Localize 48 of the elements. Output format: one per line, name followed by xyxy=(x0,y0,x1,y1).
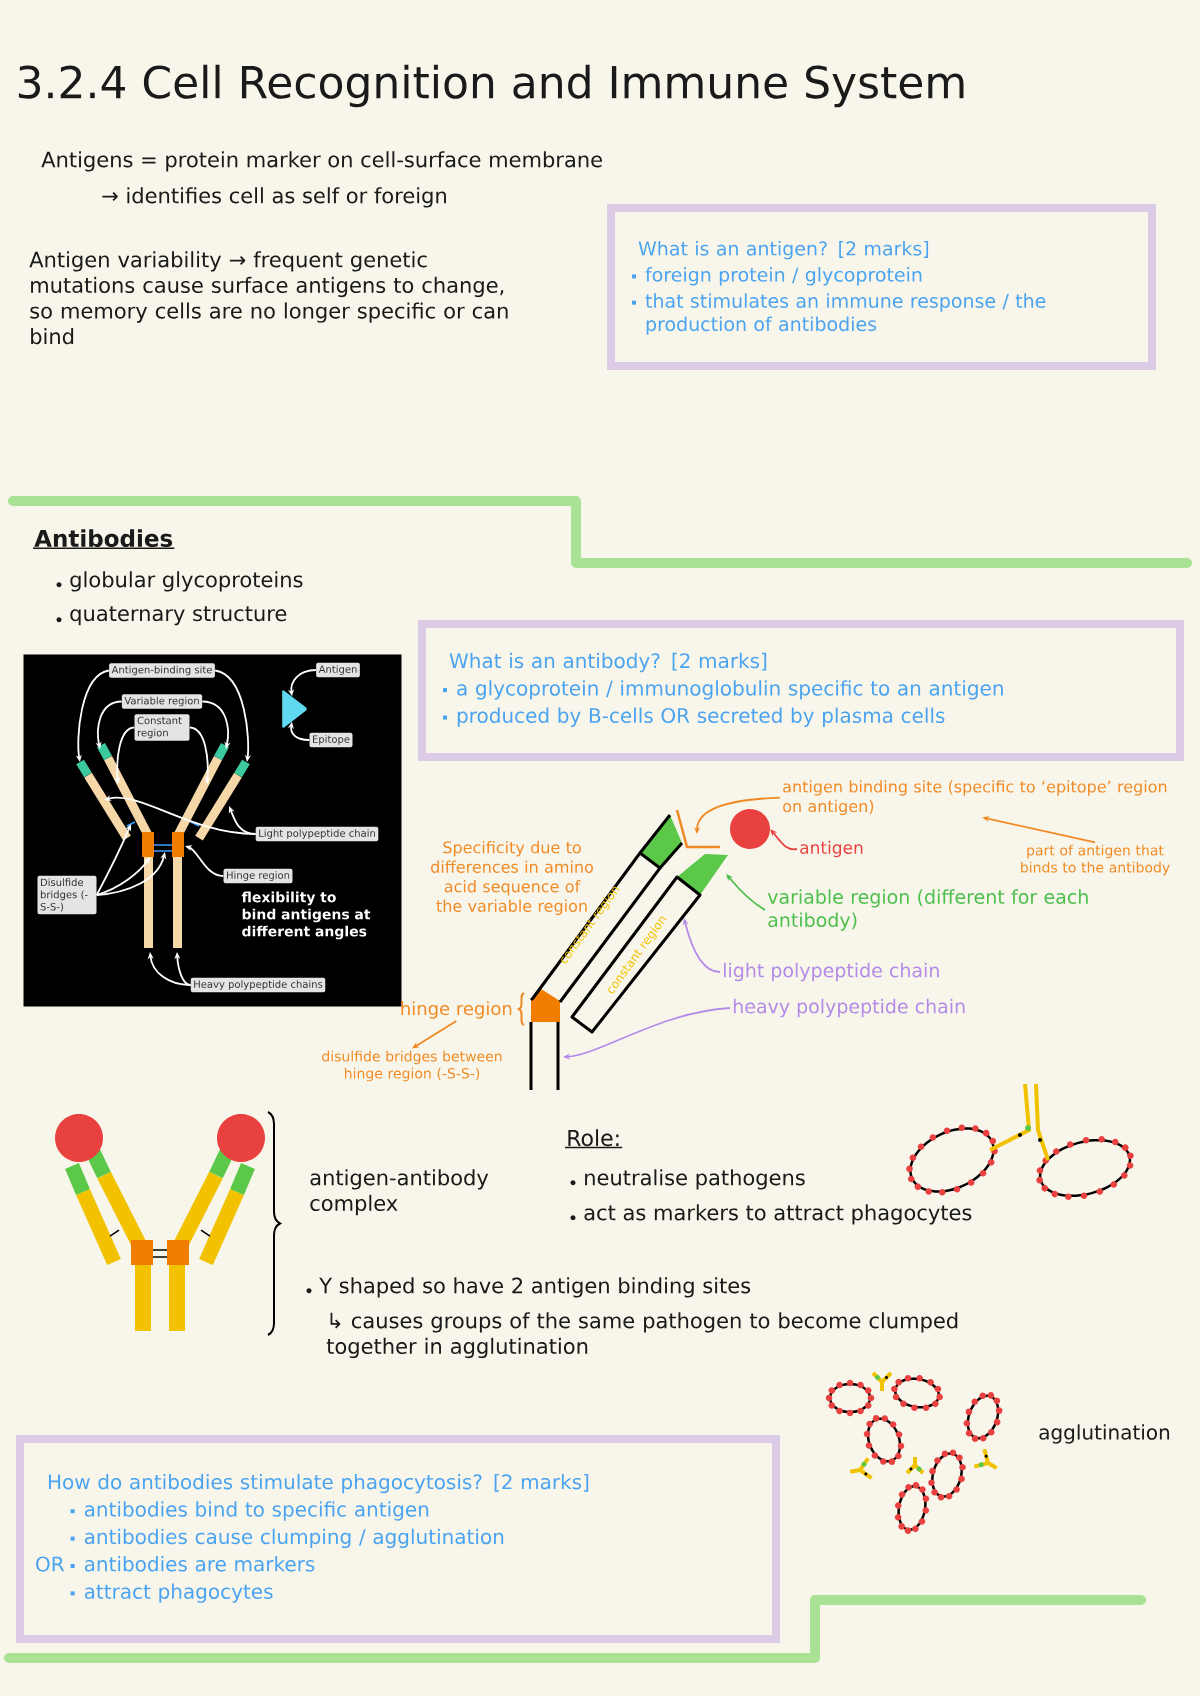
note-text: globular glycoproteins xyxy=(70,571,303,592)
callout-label: Variable region xyxy=(121,694,203,709)
annotation-text: part of antigen that binds to the antibody xyxy=(1021,844,1170,876)
note-text: Antigens = protein marker on cell-surface membrane xyxy=(41,151,602,172)
arrow xyxy=(188,726,211,784)
note-text: agglutination xyxy=(1039,1424,1170,1444)
arrow xyxy=(214,669,252,762)
annotation-text: antigen binding site (specific to ‘epitope’ region on antigen) xyxy=(783,780,1167,816)
heading: Role: xyxy=(564,1129,623,1149)
note-text: Specificity due to differences in amino acid sequence of the variable region xyxy=(431,841,593,916)
note-text: Y shaped so have 2 antigen binding sites xyxy=(319,1277,751,1298)
note-text: → identifies cell as self or foreign xyxy=(102,187,446,208)
arrow xyxy=(726,874,766,911)
antigen-shape xyxy=(282,690,307,728)
arrow xyxy=(95,824,132,896)
note-text: act as markers to attract phagocytes xyxy=(584,1204,972,1225)
arrow xyxy=(228,806,257,835)
question-box: What is an antibody? [2 marks] a glycoprotein / immunoglobulin specific to an antigen produced by B-cells OR secreted by plasma cells xyxy=(418,620,1184,761)
callout-label: Disulfide bridges (-S-S-) xyxy=(37,875,97,915)
arrow xyxy=(563,1007,731,1060)
arrow xyxy=(412,1020,458,1049)
question-box: How do antibodies stimulate phagocytosis? [2 marks] antibodies bind to specific antigen antibodies cause clumping / agglutination OR antibodies are markers attract phagocytes xyxy=(16,1435,780,1643)
annotation-text: light polypeptide chain xyxy=(724,962,939,982)
hinge-drawing xyxy=(126,821,200,857)
annotation-text: heavy polypeptide chain xyxy=(733,998,965,1018)
note-text: neutralise pathogens xyxy=(585,1169,805,1190)
antigen-circle xyxy=(730,809,770,849)
heading: Antibodies xyxy=(32,529,176,549)
arrow xyxy=(770,829,798,851)
title: 3.2.4 Cell Recognition and Immune System xyxy=(18,64,964,108)
question-box: What is an antigen? [2 marks] foreign protein / glycoprotein that stimulates an immune response / the production of antibodies xyxy=(607,204,1156,370)
arrow xyxy=(185,845,225,877)
callout-label: Constant region xyxy=(134,714,190,741)
arrow xyxy=(682,918,721,973)
annotation-text: hinge region xyxy=(401,1001,512,1019)
arrow xyxy=(95,857,150,896)
note-text: flexibility to bind antigens at different angles xyxy=(241,891,371,940)
annotation-text: antigen xyxy=(800,840,863,858)
note-text: ↳ causes groups of the same pathogen to become clumped together in agglutination xyxy=(326,1312,958,1359)
note-text: quaternary structure xyxy=(70,606,287,626)
callout-label: Antigen-binding site xyxy=(109,663,215,678)
annotation-text: variable region (different for each antibody) xyxy=(767,889,1088,931)
arrow xyxy=(147,952,192,986)
note-text: antigen-antibody complex xyxy=(310,1169,489,1216)
arrow xyxy=(201,700,231,749)
arrow xyxy=(174,952,192,986)
annotation-text: disulfide bridges between hinge region (-S-S-) xyxy=(322,1050,502,1082)
note-text: Antigen variability → frequent genetic mutations cause surface antigens to change, so memory cells are no longer specific or can bind xyxy=(29,251,508,345)
